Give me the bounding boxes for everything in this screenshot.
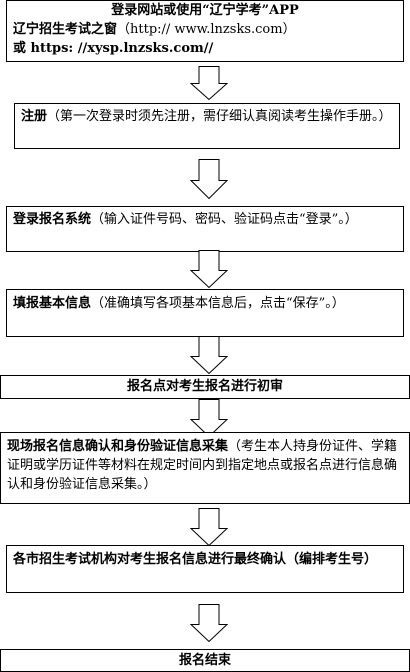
step-login-system: 登录报名系统（输入证件号码、密码、验证码点击“登录”。） [6, 206, 404, 252]
step-preliminary-review-title: 报名点对考生报名进行初审 [126, 379, 283, 394]
step-fill-basic-info-desc: （准确填写各项基本信息后，点击“保存”。） [91, 296, 345, 311]
step-final-confirmation: 各市招生考试机构对考生报名信息进行最终确认（编排考生号） [6, 545, 404, 593]
step-fill-basic-info: 填报基本信息（准确填写各项基本信息后，点击“保存”。） [6, 289, 404, 337]
step-login-site-line: 辽宁招生考试之窗（http:// www.lnzsks.com） [13, 20, 397, 39]
step-register: 注册（第一次登录时须先注册，需仔细认真阅读考生操作手册。） [14, 103, 400, 149]
flow-arrow-2 [190, 159, 228, 199]
site-url: （http:// www.lnzsks.com） [117, 22, 296, 37]
flow-arrow-3 [190, 250, 228, 288]
step-register-desc: （第一次登录时须先注册，需仔细认真阅读考生操作手册。） [47, 109, 392, 124]
flow-arrow-6 [190, 508, 228, 546]
step-final-confirmation-title: 各市招生考试机构对考生报名信息进行最终确认（编排考生号） [13, 552, 378, 567]
step-login-system-title: 登录报名系统 [13, 212, 92, 227]
flow-arrow-7 [190, 604, 228, 642]
step-onsite-confirmation-desc: （考生本人持身份证件、学籍证明或学历证件等材料在规定时间内到指定地点或报名点进行… [7, 439, 398, 492]
step-preliminary-review: 报名点对考生报名进行初审 [0, 375, 410, 399]
step-fill-basic-info-title: 填报基本信息 [13, 296, 92, 311]
step-onsite-confirmation: 现场报名信息确认和身份验证信息采集（考生本人持身份证件、学籍证明或学历证件等材料… [0, 432, 410, 504]
flow-arrow-5 [190, 399, 228, 437]
step-login-system-desc: （输入证件号码、密码、验证码点击“登录”。） [91, 212, 358, 227]
flow-arrow-4 [190, 336, 228, 374]
step-end-title: 报名结束 [178, 653, 231, 668]
step-end: 报名结束 [0, 649, 410, 672]
step-onsite-confirmation-title: 现场报名信息确认和身份验证信息采集 [7, 439, 229, 454]
flow-arrow-1 [190, 66, 228, 100]
step-login-website: 登录网站或使用“辽宁学考”APP 辽宁招生考试之窗（http:// www.ln… [6, 0, 404, 62]
step-login-alt-url: 或 https: //xysp.lnzsks.com// [13, 41, 214, 56]
step-register-title: 注册 [21, 109, 48, 124]
step-login-heading: 登录网站或使用“辽宁学考”APP [111, 3, 299, 18]
site-name: 辽宁招生考试之窗 [13, 22, 118, 37]
